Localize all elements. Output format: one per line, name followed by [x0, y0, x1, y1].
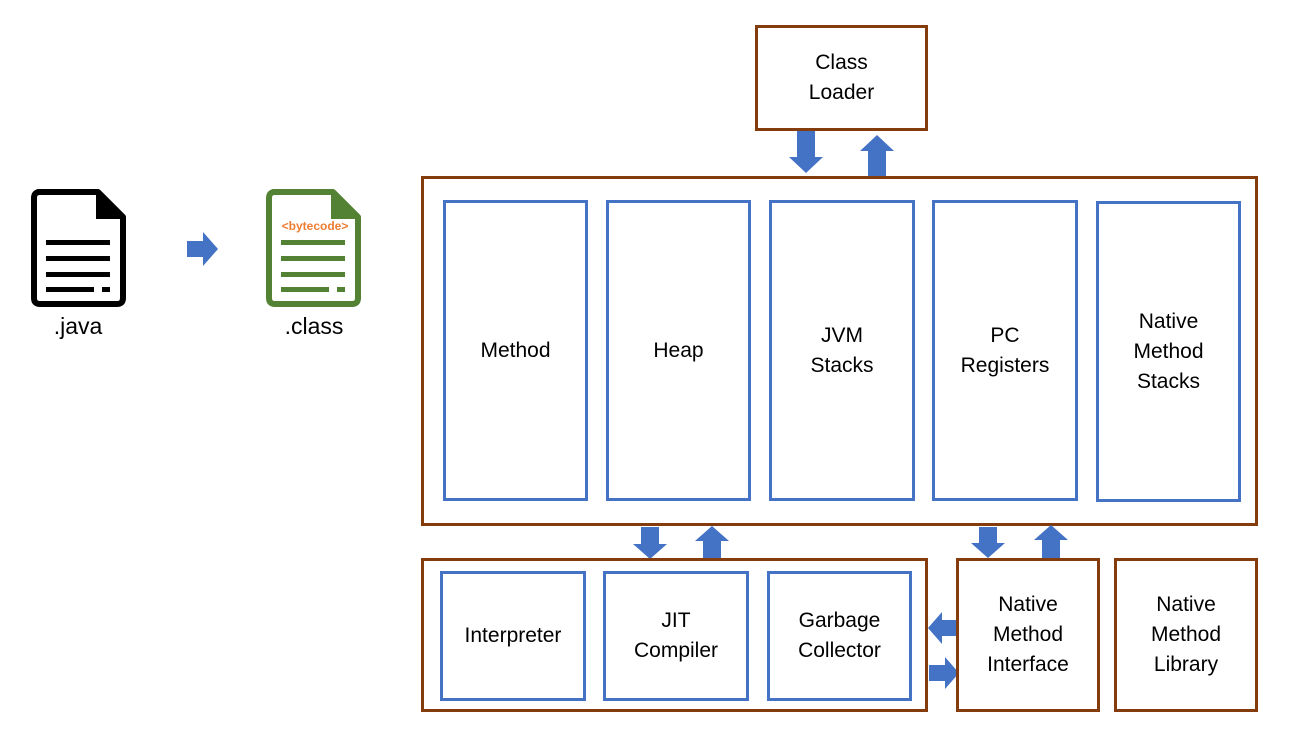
bytecode-tag: <bytecode> [281, 219, 349, 233]
jit-compiler-box: JIT Compiler [603, 571, 749, 701]
jvm-stacks-box: JVM Stacks [769, 200, 915, 501]
class-file-label: .class [284, 313, 344, 339]
up-arrow-icon [860, 135, 894, 177]
java-file-icon [30, 188, 128, 308]
class-file-icon [265, 188, 363, 308]
runtime-data-area [421, 176, 1258, 526]
method-area-box: Method [443, 200, 588, 501]
compile-arrow-icon [187, 232, 219, 266]
java-file-label: .java [53, 313, 103, 339]
right-arrow-icon [929, 657, 959, 689]
down-arrow-icon [789, 131, 823, 173]
interpreter-box: Interpreter [440, 571, 586, 701]
down-arrow-icon [971, 527, 1005, 558]
pc-registers-box: PC Registers [932, 200, 1078, 501]
up-arrow-icon [695, 526, 729, 559]
native-method-library-box: Native Method Library [1114, 558, 1258, 712]
heap-box: Heap [606, 200, 751, 501]
native-method-stacks-box: Native Method Stacks [1096, 201, 1241, 502]
down-arrow-icon [633, 527, 667, 559]
up-arrow-icon [1034, 525, 1068, 558]
garbage-collector-box: Garbage Collector [767, 571, 912, 701]
native-method-interface-box: Native Method Interface [956, 558, 1100, 712]
class-loader-box: Class Loader [755, 25, 928, 131]
execution-engine [421, 558, 928, 712]
left-arrow-icon [928, 612, 958, 644]
